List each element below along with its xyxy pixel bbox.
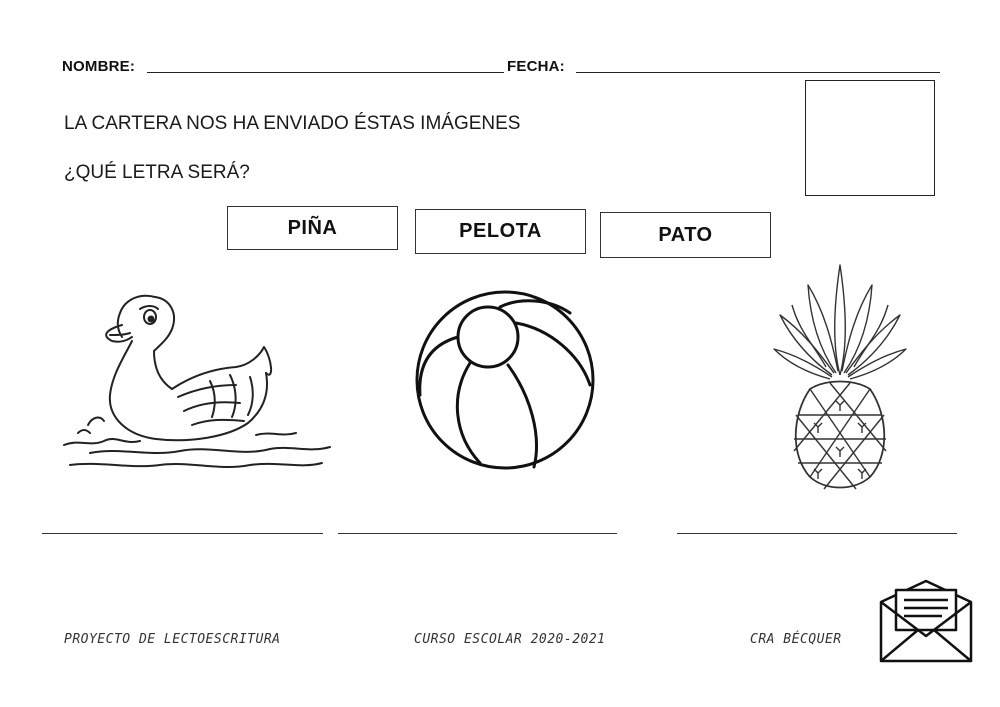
write-line-3[interactable] [677, 533, 957, 534]
word-box-pelota[interactable]: PELOTA [415, 209, 586, 254]
letter-answer-box[interactable] [805, 80, 935, 196]
write-line-1[interactable] [42, 533, 323, 534]
pineapple-icon [773, 264, 907, 490]
footer-school-name: CRA BÉCQUER [750, 632, 842, 647]
ball-icon [415, 290, 595, 470]
footer-project: PROYECTO DE LECTOESCRITURA [64, 632, 281, 647]
word-box-pato[interactable]: PATO [600, 212, 771, 258]
instruction-line-2: ¿QUÉ LETRA SERÁ? [64, 162, 250, 183]
name-label: NOMBRE: [62, 58, 136, 75]
write-line-2[interactable] [338, 533, 617, 534]
duck-icon [63, 294, 331, 468]
name-line[interactable] [147, 72, 504, 73]
date-label: FECHA: [507, 58, 565, 75]
instruction-line-1: LA CARTERA NOS HA ENVIADO ÉSTAS IMÁGENES [64, 113, 521, 134]
envelope-icon [879, 579, 973, 663]
word-box-pina[interactable]: PIÑA [227, 206, 398, 250]
date-line[interactable] [576, 72, 940, 73]
footer-school-year: CURSO ESCOLAR 2020-2021 [414, 632, 606, 647]
